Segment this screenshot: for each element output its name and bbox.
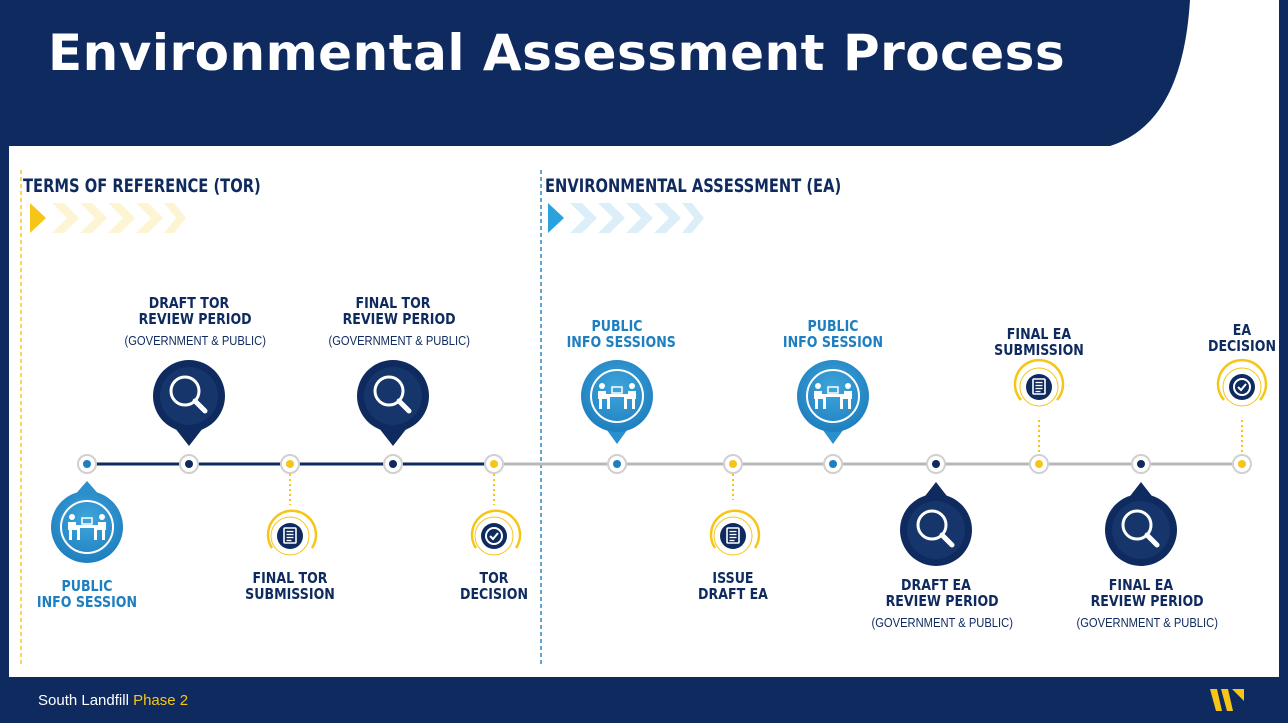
stage-sub-final-tor-review: (GOVERNMENT & PUBLIC) (328, 333, 470, 348)
header-banner (0, 0, 1190, 146)
stage-label-ea-decision: EA DECISION (1207, 321, 1277, 355)
stage-sub-draft-ea-review: (GOVERNMENT & PUBLIC) (871, 615, 1013, 630)
pin-draft-tor-review (153, 360, 225, 446)
section-title-tor: TERMS OF REFERENCE (TOR) (23, 175, 261, 197)
chevron-arrow-icon (548, 203, 704, 233)
stage-label-public-info-session-2: PUBLIC INFO SESSION (782, 317, 884, 351)
stage-label-tor-decision: TOR DECISION (459, 569, 529, 603)
pin-public-info-session-2 (797, 360, 869, 444)
timeline-node (179, 454, 199, 474)
pin-public-info-session-1 (51, 481, 123, 563)
stage-label-issue-draft-ea: ISSUE DRAFT EA (698, 569, 768, 603)
timeline-node (1029, 454, 1049, 474)
badge-ea-decision (1216, 358, 1268, 407)
frame-right (1279, 0, 1288, 723)
pin-final-tor-review (357, 360, 429, 446)
timeline-node (926, 454, 946, 474)
stage-label-final-ea-review: FINAL EA REVIEW PERIOD (1090, 576, 1204, 610)
stage-label-draft-ea-review: DRAFT EA REVIEW PERIOD (885, 576, 999, 610)
pin-final-ea-review (1105, 482, 1177, 566)
stage-sub-final-ea-review: (GOVERNMENT & PUBLIC) (1076, 615, 1218, 630)
badge-issue-draft-ea (709, 509, 761, 556)
section-title-ea: ENVIRONMENTAL ASSESSMENT (EA) (545, 175, 842, 197)
badge-final-tor-submission (266, 509, 318, 556)
timeline-node (1232, 454, 1252, 474)
stage-label-public-info-sessions: PUBLIC INFO SESSIONS (566, 317, 676, 351)
timeline-node (484, 454, 504, 474)
footer-phase: Phase 2 (133, 692, 189, 709)
stage-label-final-tor-review: FINAL TOR REVIEW PERIOD (342, 294, 456, 328)
timeline-node (77, 454, 97, 474)
chevron-arrow-icon (30, 203, 186, 233)
stage-label-final-ea-submission: FINAL EA SUBMISSION (994, 325, 1084, 359)
pin-draft-ea-review (900, 482, 972, 566)
stage-sub-draft-tor-review: (GOVERNMENT & PUBLIC) (124, 333, 266, 348)
footer-text: South Landfill Phase 2 (38, 692, 188, 709)
frame-left (0, 0, 9, 723)
timeline-node (280, 454, 300, 474)
timeline-node (723, 454, 743, 474)
stage-label-draft-tor-review: DRAFT TOR REVIEW PERIOD (138, 294, 252, 328)
footer-project-name: South Landfill (38, 692, 129, 709)
timeline-node (823, 454, 843, 474)
timeline-node (607, 454, 627, 474)
pin-public-info-sessions (581, 360, 653, 444)
badge-final-ea-submission (1013, 358, 1065, 407)
timeline-node (383, 454, 403, 474)
stage-label-public-info-session-1: PUBLIC INFO SESSION (36, 577, 138, 611)
page-title: Environmental Assessment Process (48, 24, 1066, 82)
timeline-node (1131, 454, 1151, 474)
company-logo-icon (1210, 689, 1244, 711)
stage-label-final-tor-submission: FINAL TOR SUBMISSION (245, 569, 335, 603)
footer-bar (0, 677, 1288, 723)
badge-tor-decision (470, 509, 522, 556)
